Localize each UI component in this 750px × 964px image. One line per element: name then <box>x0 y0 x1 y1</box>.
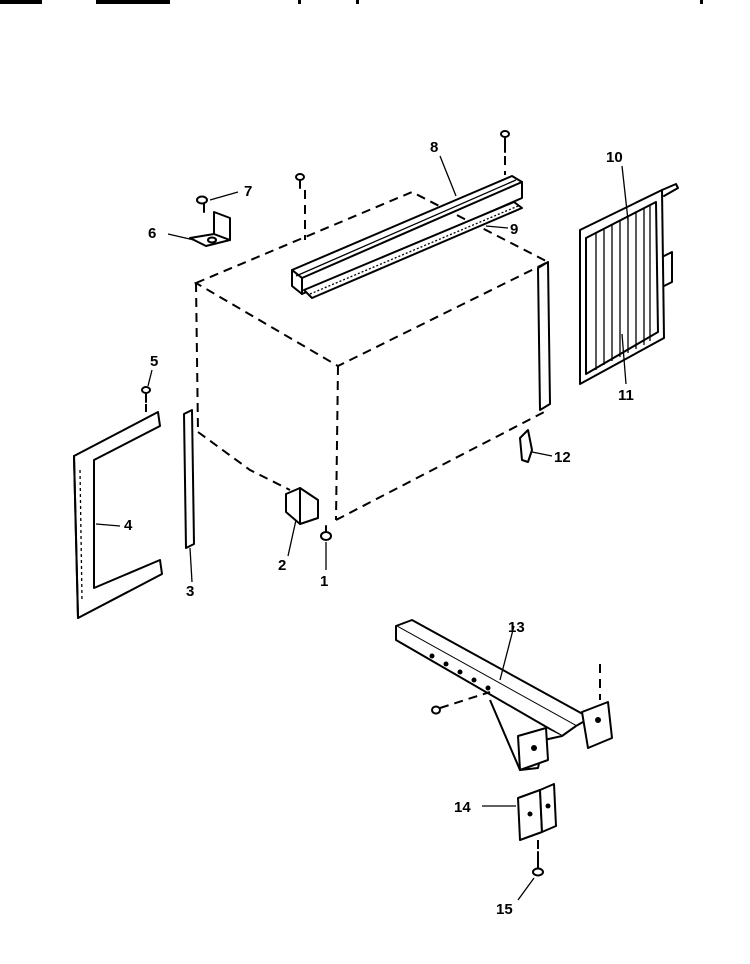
part-12-clip <box>519 429 533 463</box>
part-1-screw <box>320 525 332 541</box>
callout-14: 14 <box>454 799 471 816</box>
part-7-screw <box>196 173 305 213</box>
part-5-screw <box>141 386 151 412</box>
part-13-support-bracket <box>395 619 613 771</box>
callout-10: 10 <box>606 149 623 166</box>
callout-15: 15 <box>496 901 513 918</box>
leader-lines <box>95 155 629 901</box>
part-14-leg-bracket <box>517 783 557 841</box>
callout-13: 13 <box>508 619 525 636</box>
callout-4: 4 <box>124 517 133 534</box>
part-2-bottom-bracket <box>285 487 319 525</box>
callout-12: 12 <box>554 449 571 466</box>
part-13-screw <box>431 691 491 715</box>
part-3-filler-strip <box>183 409 195 549</box>
part-9-rail-seal <box>303 201 523 299</box>
cabinet-side-rail <box>537 261 551 411</box>
callout-8: 8 <box>430 139 438 156</box>
part-6-angle-bracket <box>189 211 231 247</box>
callout-2: 2 <box>278 557 286 574</box>
callout-7: 7 <box>244 183 252 200</box>
callout-6: 6 <box>148 225 156 242</box>
part-15-screw <box>532 840 544 877</box>
callout-9: 9 <box>510 221 518 238</box>
screw-icon <box>500 130 510 175</box>
scan-edge-artifacts <box>0 0 703 4</box>
callout-3: 3 <box>186 583 194 600</box>
callout-1: 1 <box>320 573 328 590</box>
callout-11: 11 <box>618 387 634 404</box>
part-4-side-frame <box>73 411 163 619</box>
callout-labels: 1 2 3 4 5 6 7 8 9 10 11 12 13 14 15 <box>124 139 634 918</box>
callout-5: 5 <box>150 353 158 370</box>
part-10-side-louver-panel <box>579 183 679 385</box>
